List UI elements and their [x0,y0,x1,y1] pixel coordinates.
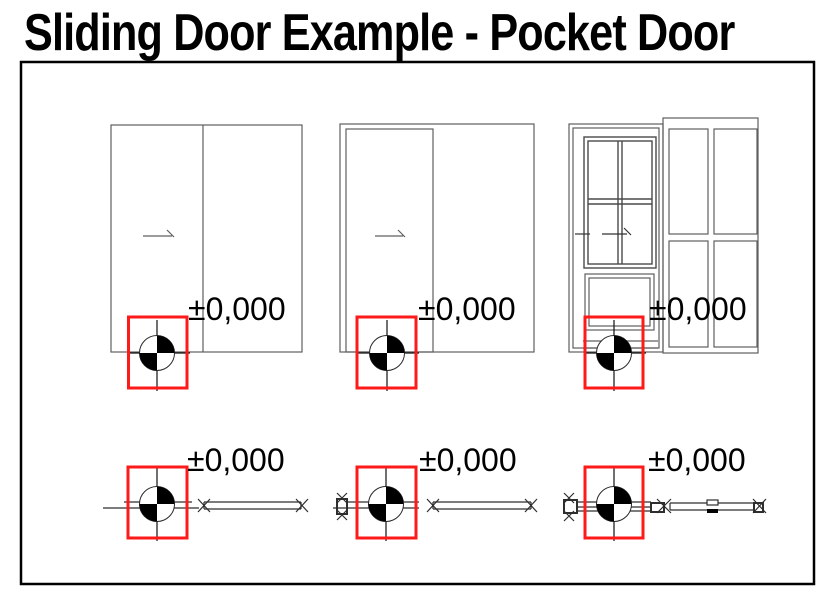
level-label: ±0,000 [187,442,285,478]
page-title: Sliding Door Example - Pocket Door [24,4,735,62]
x-marker-icon [752,498,767,514]
datum-symbol-plan-2 [355,465,418,541]
level-label: ±0,000 [188,291,286,327]
plan-pocket-door-detailed [563,492,767,522]
door-panel-plan [203,501,302,510]
drawing-border [19,60,816,586]
x-marker-icon [426,498,440,513]
x-marker-icon [563,492,575,504]
highlight-box [126,465,189,540]
datum-symbol-elevation-3 [583,315,646,391]
datum-symbol-plan-1 [126,465,189,541]
level-datum-icon [157,486,175,504]
highlight-box [583,315,645,390]
plan-pocket-door [333,492,538,521]
elevation-two-panel-sliding-door [110,124,303,353]
x-marker-icon [656,498,672,514]
level-datum-icon [386,486,404,504]
jamb-symbol [563,499,578,514]
meeting-stile-symbol [706,499,719,506]
level-datum-icon [157,335,175,353]
level-datum-icon [387,335,405,353]
x-marker-icon [336,492,348,504]
level-datum-icon [614,486,632,504]
plan-sliding-door [103,498,309,513]
jamb-symbol [753,502,764,513]
datum-symbol-plan-3 [583,465,645,541]
door-panel-plan [432,501,532,510]
x-marker-icon [336,509,348,521]
level-label: ±0,000 [418,291,516,327]
level-label: ±0,000 [419,442,517,478]
slide-direction-arrow-icon [143,229,175,238]
jamb-symbol [336,498,348,515]
highlight-box [355,465,418,540]
x-marker-icon [563,510,575,522]
highlight-box [127,315,189,390]
datum-symbol-elevation-2 [355,315,419,391]
highlight-box [583,465,645,540]
x-marker-icon [295,498,309,513]
level-label: ±0,000 [649,291,747,327]
x-marker-icon [197,498,211,513]
x-marker-icon [524,498,538,513]
level-datum-icon [614,335,632,353]
meeting-stile-symbol [707,509,718,513]
level-label: ±0,000 [648,442,746,478]
slide-direction-arrow-icon [375,229,406,238]
datum-symbol-elevation-1 [127,315,190,391]
highlight-box [355,315,418,390]
slide-direction-arrow-icon [602,227,632,236]
